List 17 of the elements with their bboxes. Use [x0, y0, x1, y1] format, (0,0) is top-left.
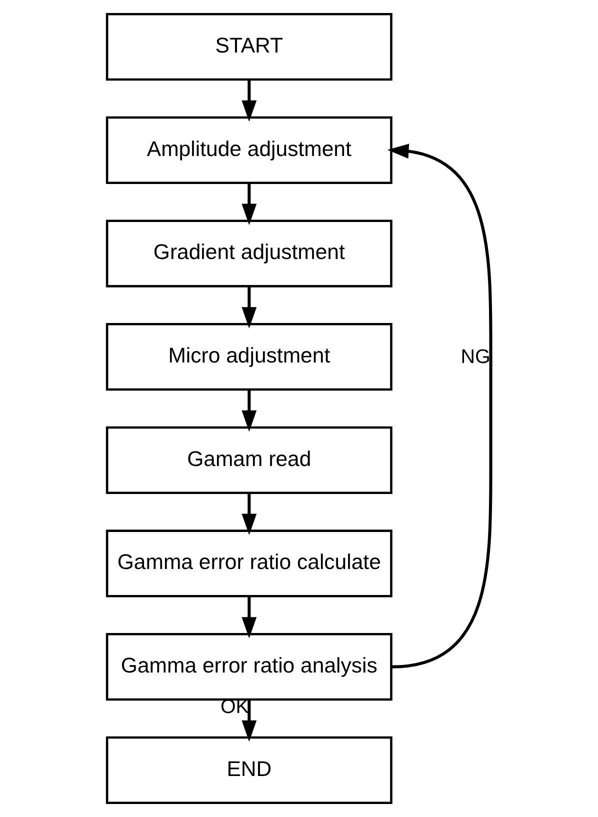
arrow [242, 182, 257, 226]
edge-label: NG [460, 346, 490, 368]
arrow [242, 286, 257, 328]
node-box: Gamma error ratio analysis [106, 633, 392, 701]
arrow [242, 596, 257, 638]
node-box: Gamam read [106, 426, 392, 494]
node-box: Gradient adjustment [106, 220, 392, 288]
arrow [242, 80, 257, 122]
arrow [387, 144, 492, 668]
arrow [242, 492, 257, 536]
node-box: START [106, 13, 392, 81]
node-box: Gamma error ratio calculate [106, 530, 392, 598]
node-box: Amplitude adjustment [106, 116, 392, 184]
node-box: Micro adjustment [106, 323, 392, 391]
arrow [242, 390, 257, 432]
node-box: END [106, 736, 392, 804]
arrow [242, 700, 257, 742]
